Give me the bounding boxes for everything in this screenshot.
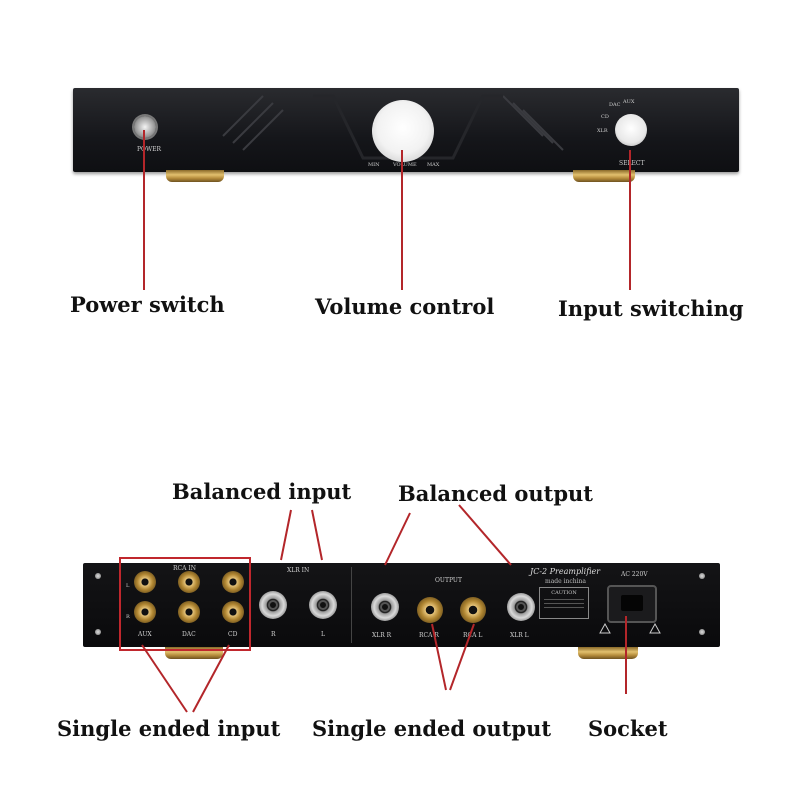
select-label: SELECT <box>619 160 645 167</box>
rca-in-label: RCA IN <box>173 565 196 572</box>
back-panel: RCA IN L R AUX DAC CD XLR IN R L OUTPUT … <box>83 563 720 647</box>
screw <box>95 573 101 579</box>
select-aux-label: AUX <box>623 99 635 105</box>
balanced-input-callout: Balanced input <box>172 479 352 504</box>
input-switching-callout: Input switching <box>558 296 744 321</box>
rca-dac-l-jack[interactable] <box>178 571 200 593</box>
xlr-out-l-jack[interactable] <box>507 593 535 621</box>
input-select-knob[interactable] <box>615 114 647 146</box>
volume-min-label: MIN <box>368 162 380 168</box>
rca-aux-l-jack[interactable] <box>134 571 156 593</box>
socket-callout: Socket <box>588 716 668 741</box>
warning-triangle-icon <box>599 623 611 634</box>
rca-out-l-jack[interactable] <box>460 597 486 623</box>
caution-label: CAUTION <box>551 590 577 596</box>
model-name: JC-2 Preamplifier <box>530 567 601 576</box>
screw <box>699 629 705 635</box>
rca-aux-r-jack[interactable] <box>134 601 156 623</box>
input-callout-line <box>629 150 631 290</box>
xlr-in-r-label: R <box>271 631 276 638</box>
panel-divider <box>351 567 352 643</box>
aux-label: AUX <box>138 631 152 638</box>
rca-cd-l-jack[interactable] <box>222 571 244 593</box>
front-panel: POWER MIN VOLUME MAX DAC AUX CD XLR SELE… <box>73 88 739 172</box>
select-xlr-label: XLR <box>597 128 608 134</box>
balanced-output-callout: Balanced output <box>398 481 593 506</box>
front-foot-left <box>166 170 224 182</box>
screw <box>699 573 705 579</box>
select-dac-label: DAC <box>609 102 621 108</box>
xlr-in-l-label: L <box>321 631 325 638</box>
rca-input-highlight-box <box>119 557 251 651</box>
select-cd-label: CD <box>601 114 609 120</box>
row-r-label: R <box>126 614 130 620</box>
rca-cd-r-jack[interactable] <box>222 601 244 623</box>
screw <box>95 629 101 635</box>
xlr-out-r-jack[interactable] <box>371 593 399 621</box>
power-socket[interactable] <box>607 585 657 623</box>
rca-out-r-jack[interactable] <box>417 597 443 623</box>
xlr-in-r-jack[interactable] <box>259 591 287 619</box>
single-ended-output-callout: Single ended output <box>312 716 552 741</box>
xlr-in-l-jack[interactable] <box>309 591 337 619</box>
xlr-in-label: XLR IN <box>287 567 310 574</box>
power-callout-line <box>143 130 145 290</box>
output-label: OUTPUT <box>435 577 462 584</box>
volume-label: VOLUME <box>393 162 417 168</box>
volume-callout-line <box>401 150 403 290</box>
xlr-l-label: XLR L <box>510 632 529 639</box>
front-foot-right <box>573 170 635 182</box>
made-in-label: made inchina <box>545 578 586 585</box>
back-foot-right <box>578 647 638 659</box>
volume-control-callout: Volume control <box>315 294 495 319</box>
single-ended-input-callout: Single ended input <box>57 716 281 741</box>
row-l-label: L <box>126 583 130 589</box>
cd-label: CD <box>228 631 238 638</box>
xlr-r-label: XLR R <box>372 632 392 639</box>
volume-max-label: MAX <box>427 162 440 168</box>
rca-l-label: RCA L <box>463 632 483 639</box>
ac-voltage-label: AC 220V <box>621 571 648 578</box>
power-button[interactable] <box>134 116 156 138</box>
shock-warning-icon <box>649 623 661 634</box>
rca-r-label: RCA R <box>419 632 439 639</box>
power-switch-callout: Power switch <box>70 292 225 317</box>
caution-plate: CAUTION <box>539 587 589 619</box>
volume-knob[interactable] <box>372 100 434 162</box>
rca-dac-r-jack[interactable] <box>178 601 200 623</box>
power-label: POWER <box>137 146 162 153</box>
dac-label: DAC <box>182 631 196 638</box>
